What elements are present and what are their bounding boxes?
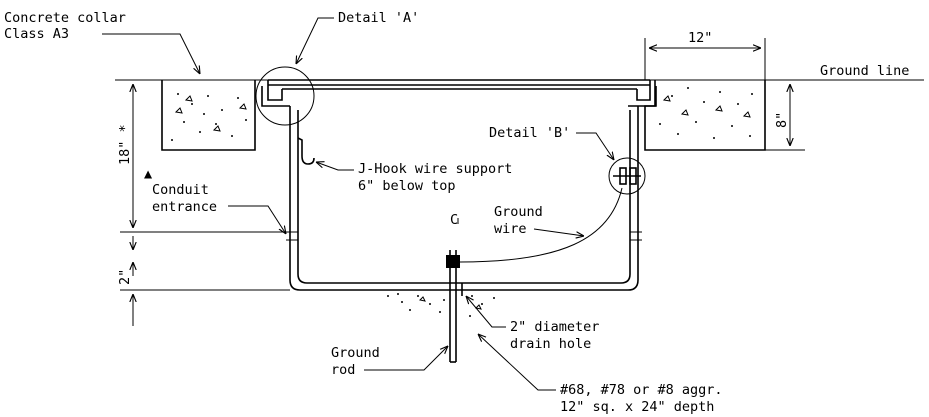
label-conduit-entrance: Conduit entrance: [152, 182, 286, 234]
svg-text:#68, #78 or #8 aggr.: #68, #78 or #8 aggr.: [560, 382, 723, 398]
detail-a-circle: [255, 66, 315, 126]
ground-clamp: [446, 255, 460, 268]
dimension-18in: 18" *: [117, 79, 290, 233]
label-drain-hole: 2" diameter drain hole: [466, 296, 599, 352]
svg-text:entrance: entrance: [152, 199, 217, 215]
svg-text:Ground: Ground: [331, 345, 380, 361]
svg-text:Detail 'A': Detail 'A': [338, 10, 419, 26]
ground-rod: [449, 250, 457, 363]
label-concrete-collar: Concrete collar Class A3: [4, 10, 200, 74]
svg-text:Ground line: Ground line: [820, 63, 909, 79]
svg-text:Class A3: Class A3: [4, 26, 69, 42]
svg-text:Ground: Ground: [494, 204, 543, 220]
label-j-hook: J-Hook wire support 6" below top: [316, 161, 512, 194]
svg-text:drain hole: drain hole: [510, 336, 591, 352]
concrete-collar-right: [644, 80, 766, 151]
dimension-2in: 2": [117, 236, 290, 326]
svg-text:12" sq. x 24" depth: 12" sq. x 24" depth: [560, 399, 714, 415]
svg-text:Conduit: Conduit: [152, 182, 209, 198]
svg-text:12": 12": [688, 30, 712, 46]
label-ground-rod: Ground rod: [331, 345, 448, 378]
box-lid: [261, 79, 657, 107]
j-hook: [297, 137, 315, 165]
svg-text:2" diameter: 2" diameter: [510, 319, 599, 335]
dimension-12in: 12": [644, 30, 766, 80]
ground-wire: [459, 187, 623, 263]
detail-b-circle: [608, 157, 646, 195]
svg-text:8": 8": [774, 112, 790, 128]
svg-text:2": 2": [117, 269, 133, 285]
svg-text:rod: rod: [331, 362, 355, 378]
svg-text:▲: ▲: [144, 166, 153, 182]
svg-text:6" below top: 6" below top: [358, 178, 456, 194]
svg-text:18" *: 18" *: [117, 124, 133, 165]
label-detail-a: Detail 'A': [296, 10, 419, 64]
svg-text:C: C: [450, 212, 458, 228]
label-aggregate: #68, #78 or #8 aggr. 12" sq. x 24" depth: [478, 334, 723, 415]
dimension-8in: 8": [765, 84, 805, 151]
svg-text:J-Hook wire support: J-Hook wire support: [358, 161, 512, 177]
label-triangle: ▲: [144, 166, 153, 182]
centerline-mark: C: [450, 212, 459, 228]
concrete-collar-left: [161, 80, 256, 151]
label-ground-wire: Ground wire: [494, 204, 584, 237]
svg-text:wire: wire: [494, 221, 527, 237]
svg-text:Concrete collar: Concrete collar: [4, 10, 126, 26]
svg-text:Detail 'B': Detail 'B': [489, 125, 570, 141]
detail-b-bolt: [613, 167, 641, 185]
label-ground-line: Ground line: [820, 63, 909, 79]
label-detail-b: Detail 'B': [489, 125, 614, 160]
